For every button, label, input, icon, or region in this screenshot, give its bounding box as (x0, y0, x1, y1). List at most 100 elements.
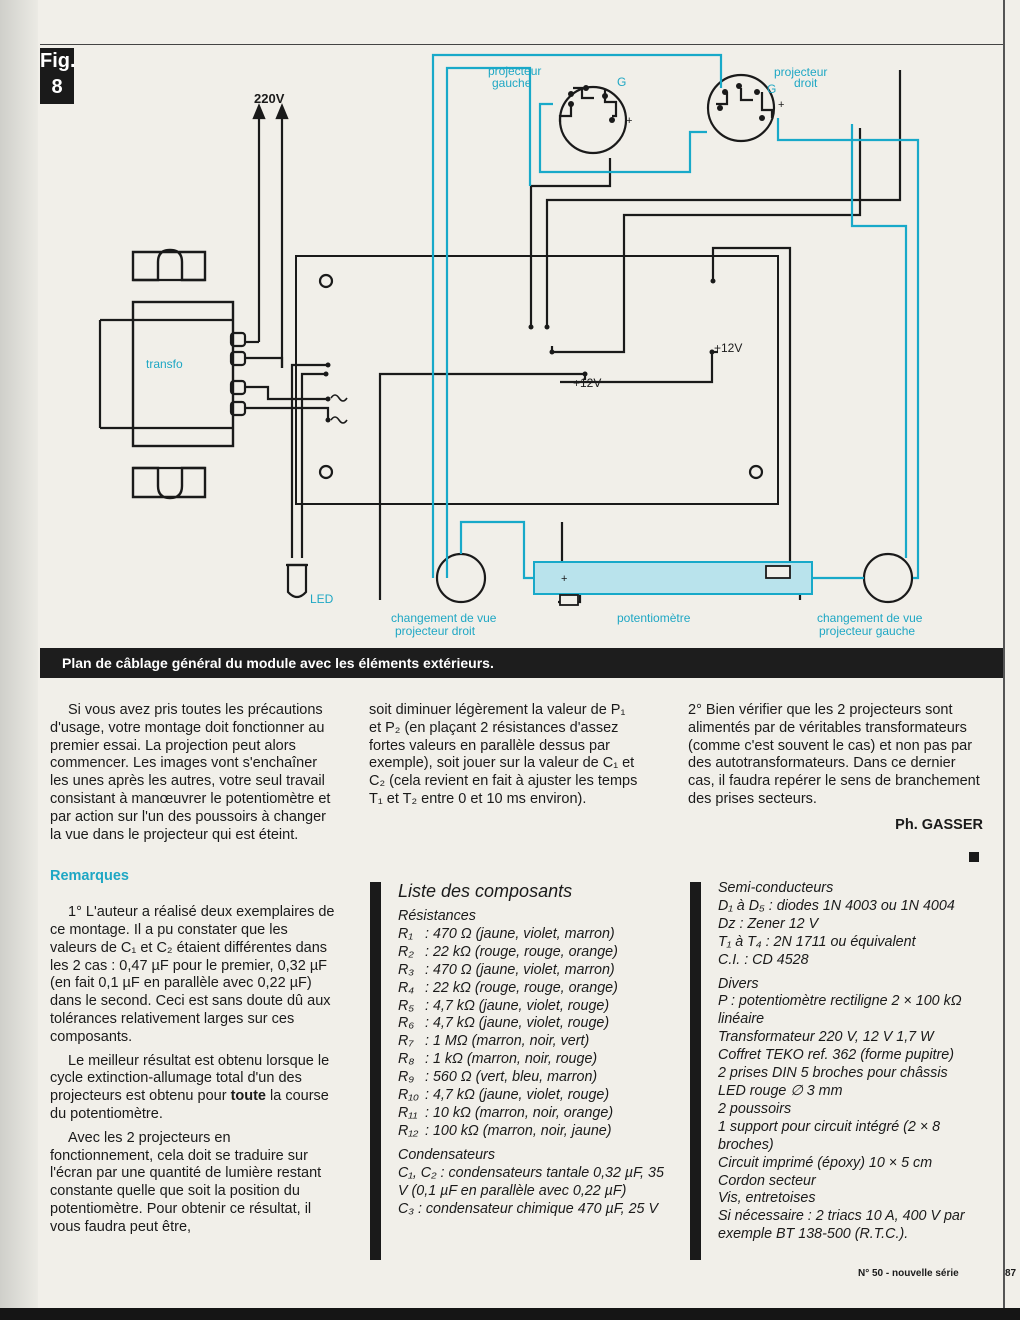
label-plus-left: + (626, 115, 632, 127)
list-item: Dz : Zener 12 V (718, 915, 819, 932)
text-column-3: 2° Bien vérifier que les 2 projecteurs s… (688, 702, 983, 835)
paragraph: 1° L'auteur a réalisé deux exemplaires d… (50, 904, 335, 1045)
resistance-ref: R₅ (398, 997, 415, 1014)
list-item: C.I. : CD 4528 (718, 951, 809, 968)
resistance-ref: R₄ (398, 979, 415, 996)
resistance-value: : 22 kΩ (rouge, rouge, orange) (425, 979, 618, 996)
resistance-value: : 100 kΩ (marron, noir, jaune) (425, 1122, 612, 1139)
semi-title: Semi-conducteurs (718, 880, 834, 896)
list-bar-right (690, 882, 701, 1260)
resistances-title: Résistances (398, 908, 476, 924)
bold-run: toute (230, 1088, 266, 1105)
resistances-list: R₁: 470 Ω (jaune, violet, marron)R₂: 22 … (398, 926, 668, 1141)
text-column-1: Si vous avez pris toutes les précautions… (50, 702, 336, 1237)
resistance-ref: R₁₀ (398, 1087, 419, 1104)
label-plus-right: + (778, 99, 784, 111)
label-pot-plus: + (561, 573, 567, 585)
list-item: C₃ : condensateur chimique 470 µF, 25 V (398, 1200, 659, 1217)
list-item: T₁ à T₄ : 2N 1711 ou équivalent (718, 933, 916, 950)
section-heading-remarques: Remarques (50, 868, 129, 885)
page-left-edge (0, 0, 38, 1320)
figure-number: 8 (51, 76, 63, 98)
resistance-value: : 1 MΩ (marron, noir, vert) (425, 1033, 590, 1050)
resistance-row: R₆ : 4,7 kΩ (jaune, violet, rouge) (398, 1015, 668, 1033)
list-item: Cordon secteur (718, 1172, 816, 1189)
list-item: Coffret TEKO ref. 362 (forme pupitre) (718, 1047, 954, 1064)
resistance-row: R₁₁ : 10 kΩ (marron, noir, orange) (398, 1105, 668, 1123)
resistance-ref: R₃ (398, 961, 414, 978)
paragraph: Avec les 2 projecteurs en fonctionnement… (50, 1129, 322, 1235)
list-item: Vis, entretoises (718, 1190, 816, 1207)
components-list-2: Semi-conducteurs D₁ à D₅ : diodes 1N 400… (718, 880, 986, 1244)
list-item: Si nécessaire : 2 triacs 10 A, 400 V par… (718, 1208, 965, 1243)
label-g-right: G (767, 82, 776, 96)
resistance-row: R₃ : 470 Ω (jaune, violet, marron) (398, 962, 668, 980)
label-proj-right-2: droit (794, 76, 818, 90)
right-rule (1003, 0, 1005, 1308)
figure-caption: Plan de câblage général du module avec l… (40, 648, 1003, 678)
resistance-ref: R₁₂ (398, 1122, 419, 1139)
resistance-row: R₁₂ : 100 kΩ (marron, noir, jaune) (398, 1123, 668, 1141)
label-12v-mid: +12V (573, 376, 601, 390)
list-item: 2 poussoirs (718, 1100, 792, 1117)
resistance-value: : 470 Ω (jaune, violet, marron) (425, 925, 615, 942)
top-rule (40, 44, 1003, 45)
resistance-value: : 10 kΩ (marron, noir, orange) (425, 1104, 614, 1121)
label-potentiometre: potentiomètre (617, 611, 691, 625)
resistance-ref: R₆ (398, 1015, 415, 1032)
list-item: C₁, C₂ : condensateurs tantale 0,32 µF, … (398, 1164, 664, 1199)
resistance-value: : 470 Ω (jaune, violet, marron) (425, 961, 615, 978)
resistance-ref: R₁ (398, 925, 413, 942)
footer-issue: N° 50 - nouvelle série (858, 1268, 959, 1279)
page-number: 87 (1005, 1268, 1017, 1279)
resistance-row: R₂: 22 kΩ (rouge, rouge, orange) (398, 944, 668, 962)
resistance-row: R₈ : 1 kΩ (marron, noir, rouge) (398, 1051, 668, 1069)
divers-title: Divers (718, 975, 759, 992)
text-run: Le meilleur résultat est obtenu lorsque … (50, 1052, 330, 1105)
text-column-2: soit diminuer légèrement la valeur de P₁… (369, 702, 641, 809)
resistance-row: R₇ : 1 MΩ (marron, noir, vert) (398, 1033, 668, 1051)
label-led: LED (310, 592, 334, 606)
list-item: P : potentiomètre rectiligne 2 × 100 kΩ … (718, 993, 962, 1028)
resistance-ref: R₁₁ (398, 1104, 418, 1121)
resistance-value: : 560 Ω (vert, bleu, marron) (425, 1069, 598, 1086)
figure-label-text: Fig. (40, 50, 76, 72)
label-proj-left-1: projecteur (488, 64, 541, 78)
label-220v: 220V (254, 91, 285, 106)
resistance-row: R₁ : 470 Ω (jaune, violet, marron) (398, 926, 668, 944)
author: Ph. GASSER (895, 816, 983, 833)
list-bar-left (370, 882, 381, 1260)
resistance-row: R₄ : 22 kΩ (rouge, rouge, orange) (398, 980, 668, 998)
components-title: Liste des composants (398, 881, 573, 901)
bottom-band (0, 1308, 1020, 1320)
label-proj-right-1: projecteur (774, 65, 827, 79)
list-item: LED rouge ∅ 3 mm (718, 1082, 843, 1099)
resistance-ref: R₉ (398, 1069, 414, 1086)
text-run: la course du potentiomètre. (50, 1088, 329, 1122)
resistance-row: R₁₀: 4,7 kΩ (jaune, violet, rouge) (398, 1087, 668, 1105)
resistance-value: : 4,7 kΩ (jaune, violet, rouge) (425, 1015, 610, 1032)
condensateurs-title: Condensateurs (398, 1146, 495, 1163)
paragraph: Le meilleur résultat est obtenu lorsque … (50, 1053, 336, 1124)
label-proj-left-2: gauche (492, 76, 532, 90)
resistance-row: R₉ : 560 Ω (vert, bleu, marron) (398, 1069, 668, 1087)
resistance-ref: R₈ (398, 1051, 415, 1068)
list-item: Transformateur 220 V, 12 V 1,7 W (718, 1029, 934, 1046)
label-g-left: G (617, 75, 626, 89)
end-mark (969, 852, 979, 862)
list-item: D₁ à D₅ : diodes 1N 4003 ou 1N 4004 (718, 897, 955, 914)
label-transfo: transfo (146, 357, 183, 371)
label-change-left-2: projecteur gauche (819, 624, 915, 638)
resistance-ref: R₇ (398, 1033, 414, 1050)
label-change-left-1: changement de vue (817, 611, 923, 625)
label-change-right-2: projecteur droit (395, 624, 476, 638)
resistance-value: : 22 kΩ (rouge, rouge, orange) (425, 943, 618, 960)
list-item: 1 support pour circuit intégré (2 × 8 br… (718, 1118, 941, 1153)
paragraph: 2° Bien vérifier que les 2 projecteurs s… (688, 702, 980, 807)
label-change-right-1: changement de vue (391, 611, 497, 625)
paragraph: Si vous avez pris toutes les précautions… (50, 702, 331, 843)
resistance-row: R₅: 4,7 kΩ (jaune, violet, rouge) (398, 998, 668, 1016)
resistance-value: : 1 kΩ (marron, noir, rouge) (425, 1051, 598, 1068)
list-item: 2 prises DIN 5 broches pour châssis (718, 1065, 948, 1082)
wiring-diagram: projecteur gauche projecteur droit G G +… (98, 53, 923, 638)
